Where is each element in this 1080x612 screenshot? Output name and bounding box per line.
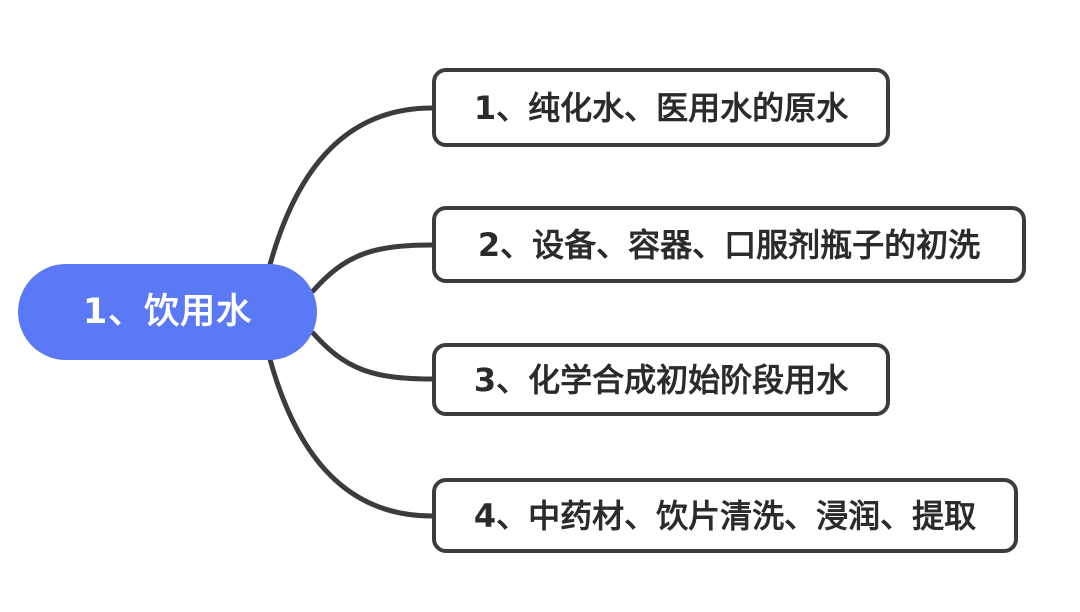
branch-node-1-label: 1、纯化水、医用水的原水 <box>473 88 849 127</box>
root-node[interactable]: 1、饮用水 <box>18 264 317 360</box>
root-node-label: 1、饮用水 <box>82 291 253 332</box>
branch-node-3-label: 3、化学合成初始阶段用水 <box>473 360 849 399</box>
branch-node-2[interactable]: 2、设备、容器、口服剂瓶子的初洗 <box>432 206 1026 283</box>
connector-to-branch-2 <box>310 242 435 294</box>
branch-node-3[interactable]: 3、化学合成初始阶段用水 <box>432 343 890 416</box>
connector-to-branch-1 <box>265 105 435 275</box>
connector-to-branch-4 <box>265 349 435 519</box>
connector-to-branch-3 <box>310 330 435 382</box>
branch-node-4[interactable]: 4、中药材、饮片清洗、浸润、提取 <box>432 478 1018 553</box>
branch-node-4-label: 4、中药材、饮片清洗、浸润、提取 <box>473 496 977 535</box>
branch-node-2-label: 2、设备、容器、口服剂瓶子的初洗 <box>477 225 981 264</box>
branch-node-1[interactable]: 1、纯化水、医用水的原水 <box>432 68 890 147</box>
